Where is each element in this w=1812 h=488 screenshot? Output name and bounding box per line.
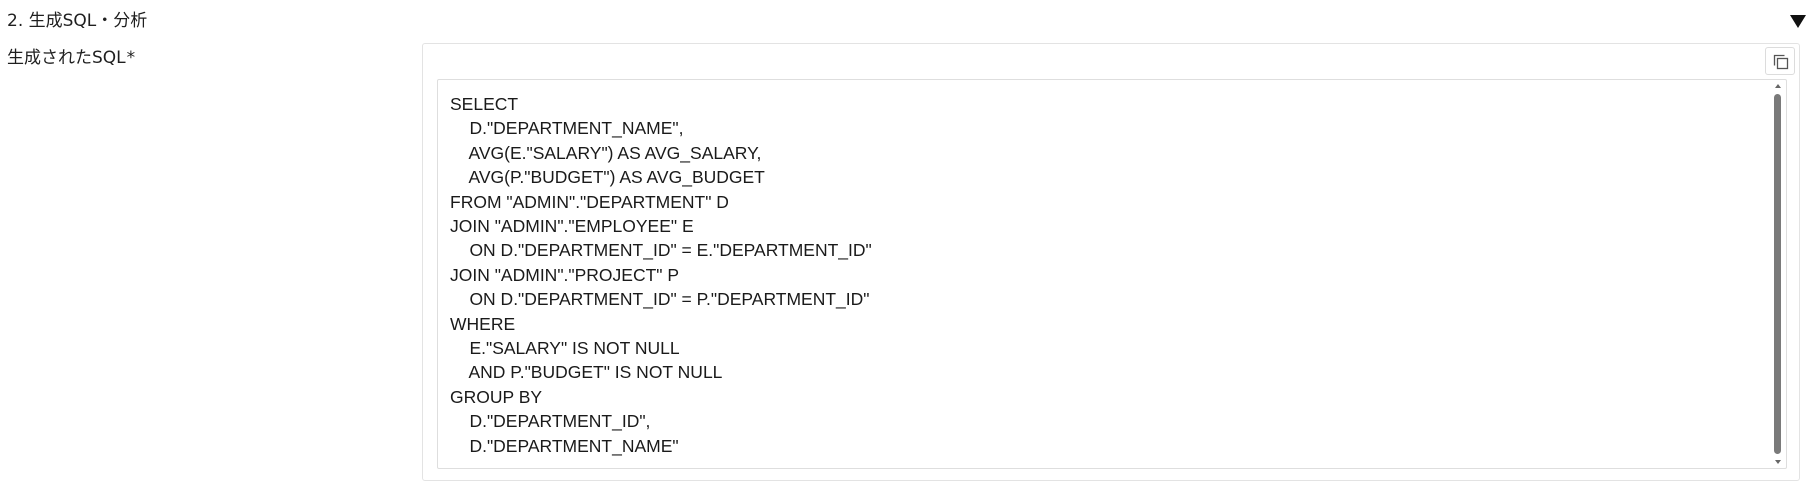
sql-line: JOIN "ADMIN"."EMPLOYEE" E	[450, 216, 694, 237]
copy-icon	[1773, 54, 1789, 70]
field-label-text: 生成されたSQL	[7, 48, 126, 68]
copy-button[interactable]	[1765, 47, 1795, 75]
sql-line: JOIN "ADMIN"."PROJECT" P	[450, 264, 680, 285]
required-marker: *	[126, 48, 136, 68]
sql-line: AVG(P."BUDGET") AS AVG_BUDGET	[450, 167, 765, 188]
sql-line: ON D."DEPARTMENT_ID" = E."DEPARTMENT_ID"	[450, 240, 872, 261]
scroll-down-arrow-icon[interactable]	[1774, 458, 1782, 466]
sql-line: WHERE	[450, 313, 516, 334]
triangle-down-icon[interactable]	[1788, 12, 1808, 30]
vertical-scrollbar[interactable]	[1770, 80, 1786, 468]
sql-line: AVG(E."SALARY") AS AVG_SALARY,	[450, 142, 762, 163]
section-header[interactable]: 2. 生成SQL・分析	[0, 0, 1812, 40]
sql-line: D."DEPARTMENT_NAME"	[450, 435, 679, 456]
sql-field-container: SELECT D."DEPARTMENT_NAME", AVG(E."SALAR…	[422, 43, 1800, 481]
sql-line: GROUP BY	[450, 386, 543, 407]
section-title: 2. 生成SQL・分析	[7, 11, 148, 31]
sql-line: AND P."BUDGET" IS NOT NULL	[450, 362, 723, 383]
sql-line: D."DEPARTMENT_NAME",	[450, 118, 684, 139]
sql-code-text: SELECT D."DEPARTMENT_NAME", AVG(E."SALAR…	[450, 92, 872, 458]
field-label: 生成されたSQL*	[7, 47, 135, 69]
sql-line: ON D."DEPARTMENT_ID" = P."DEPARTMENT_ID"	[450, 289, 870, 310]
sql-line: E."SALARY" IS NOT NULL	[450, 338, 680, 359]
sql-line: SELECT	[450, 94, 519, 114]
scroll-thumb[interactable]	[1774, 94, 1781, 454]
sql-line: FROM "ADMIN"."DEPARTMENT" D	[450, 191, 729, 212]
sql-line: D."DEPARTMENT_ID",	[450, 411, 651, 432]
sql-textarea[interactable]: SELECT D."DEPARTMENT_NAME", AVG(E."SALAR…	[437, 79, 1787, 469]
scroll-up-arrow-icon[interactable]	[1774, 82, 1782, 90]
